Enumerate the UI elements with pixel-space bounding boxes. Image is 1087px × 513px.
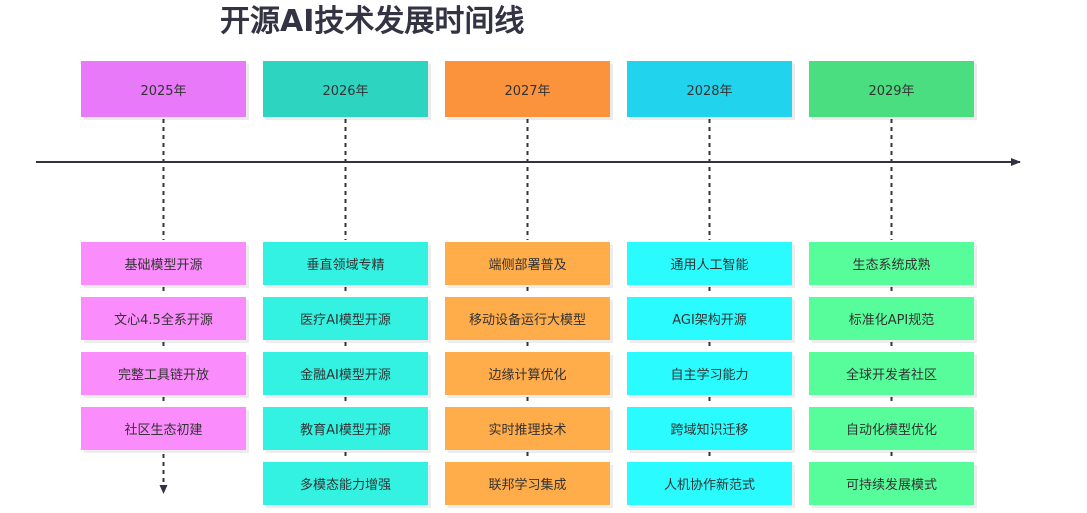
milestone-box: 全球开发者社区 bbox=[809, 352, 974, 395]
milestone-box: 自动化模型优化 bbox=[809, 407, 974, 450]
milestone-box: 生态系统成熟 bbox=[809, 242, 974, 285]
milestone-box: 基础模型开源 bbox=[81, 242, 246, 285]
milestone-box: 多模态能力增强 bbox=[263, 462, 428, 505]
milestone-box: 自主学习能力 bbox=[627, 352, 792, 395]
milestone-box: 社区生态初建 bbox=[81, 407, 246, 450]
milestone-box: 教育AI模型开源 bbox=[263, 407, 428, 450]
milestone-box: 端侧部署普及 bbox=[445, 242, 610, 285]
year-header: 2029年 bbox=[809, 61, 974, 117]
milestone-box: 人机协作新范式 bbox=[627, 462, 792, 505]
milestone-box: 可持续发展模式 bbox=[809, 462, 974, 505]
milestone-box: 金融AI模型开源 bbox=[263, 352, 428, 395]
year-header: 2026年 bbox=[263, 61, 428, 117]
milestone-box: 跨域知识迁移 bbox=[627, 407, 792, 450]
milestone-box: 完整工具链开放 bbox=[81, 352, 246, 395]
milestone-box: AGI架构开源 bbox=[627, 297, 792, 340]
milestone-box: 文心4.5全系开源 bbox=[81, 297, 246, 340]
milestone-box: 标准化API规范 bbox=[809, 297, 974, 340]
page-title: 开源AI技术发展时间线 bbox=[220, 4, 525, 39]
year-header: 2027年 bbox=[445, 61, 610, 117]
milestone-box: 边缘计算优化 bbox=[445, 352, 610, 395]
milestone-box: 联邦学习集成 bbox=[445, 462, 610, 505]
year-header: 2028年 bbox=[627, 61, 792, 117]
milestone-box: 移动设备运行大模型 bbox=[445, 297, 610, 340]
milestone-box: 垂直领域专精 bbox=[263, 242, 428, 285]
milestone-box: 实时推理技术 bbox=[445, 407, 610, 450]
milestone-box: 通用人工智能 bbox=[627, 242, 792, 285]
continuation-arrow-icon bbox=[159, 485, 168, 494]
year-header: 2025年 bbox=[81, 61, 246, 117]
milestone-box: 医疗AI模型开源 bbox=[263, 297, 428, 340]
